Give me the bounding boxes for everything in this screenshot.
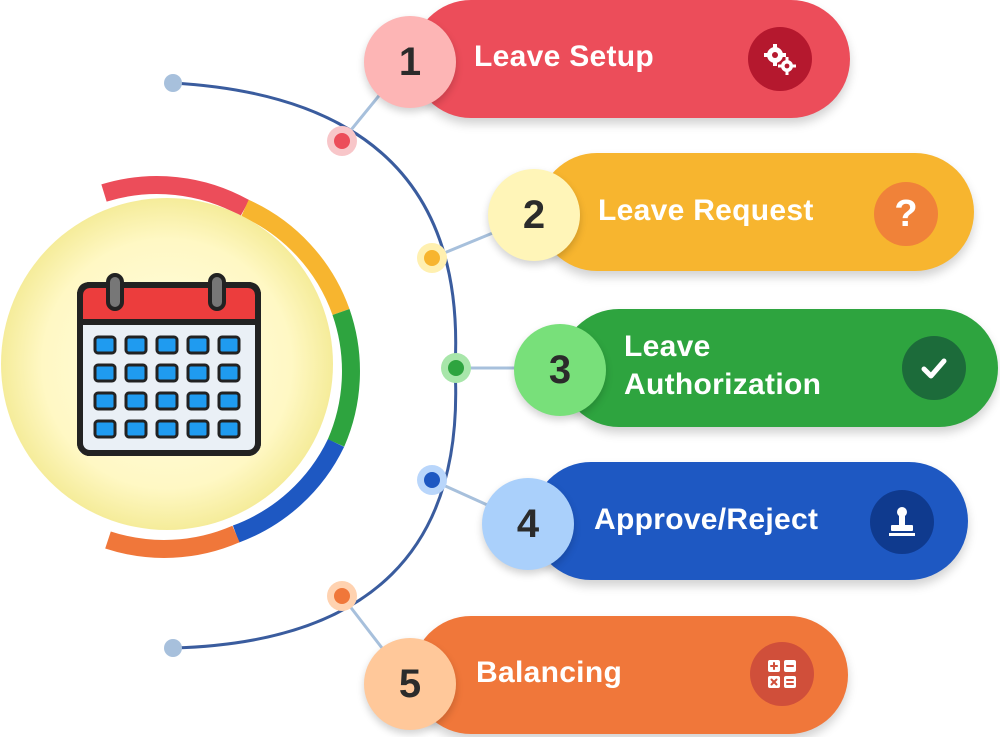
calendar-cell [93, 419, 117, 439]
step-5-label: Balancing [476, 656, 623, 689]
step-2-badge: 2 [488, 169, 580, 261]
calendar-cell [124, 363, 148, 383]
ring-segment-orange [105, 525, 240, 558]
step-3-number: 3 [548, 347, 572, 392]
calendar-cell [124, 391, 148, 411]
calendar-cell [186, 391, 210, 411]
calendar-cell [93, 335, 117, 355]
calendar-cell [124, 335, 148, 355]
step-2-label: Leave Request [598, 194, 814, 227]
ring-segment-blue [232, 438, 345, 543]
calendar-cell [217, 391, 241, 411]
calendar-cell [217, 335, 241, 355]
curve-endpoint-top [164, 74, 182, 92]
connector-nodes [327, 126, 471, 611]
calendar-cell [155, 419, 179, 439]
step-4-badge: 4 [482, 478, 574, 570]
curve-endpoint-bottom [164, 639, 182, 657]
calendar-cell [155, 391, 179, 411]
calendar-cell [124, 419, 148, 439]
checkmark-icon [902, 336, 966, 400]
calendar-icon [77, 273, 261, 456]
ring-segment-yellow [241, 199, 350, 316]
calendar-cell [155, 363, 179, 383]
step-3-badge: 3 [514, 324, 606, 416]
progress-ring [101, 176, 360, 558]
ring-segment-green [327, 309, 360, 447]
gears-icon [748, 27, 812, 91]
step-1-label: Leave Setup [474, 40, 655, 73]
calendar-cell [217, 363, 241, 383]
calendar-cell [186, 363, 210, 383]
calendar-cell [186, 335, 210, 355]
ring-segment-red [101, 176, 250, 216]
step-4-number: 4 [516, 501, 540, 546]
step-2-number: 2 [522, 192, 546, 237]
calendar-cell [93, 391, 117, 411]
calendar-cell [217, 419, 241, 439]
calendar-cell [93, 363, 117, 383]
step-4-label: Approve/Reject [594, 503, 819, 536]
step-5-badge: 5 [364, 638, 456, 730]
step-1-badge: 1 [364, 16, 456, 108]
step-3-label: Leave Authorization [624, 330, 822, 401]
calendar-cell [186, 419, 210, 439]
step-5-number: 5 [398, 661, 422, 706]
step-1-number: 1 [398, 39, 422, 84]
calculator-icon [750, 642, 814, 706]
calendar-cell [155, 335, 179, 355]
stamp-icon [870, 490, 934, 554]
question-icon: ? [874, 182, 938, 246]
